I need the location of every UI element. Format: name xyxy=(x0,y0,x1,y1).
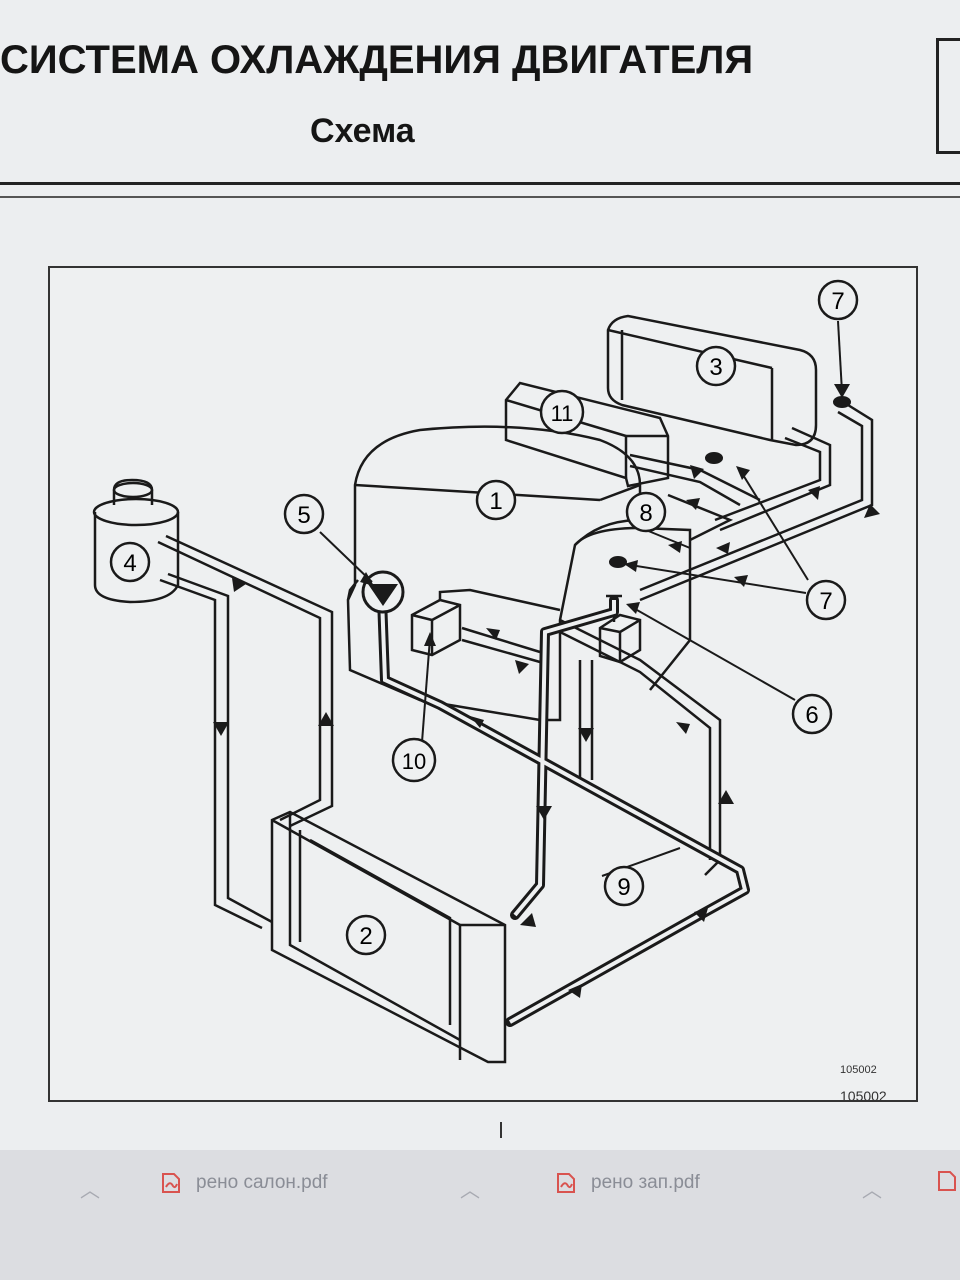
document-page: СИСТЕМА ОХЛАЖДЕНИЯ ДВИГАТЕЛЯ Схема xyxy=(0,0,960,1150)
pdf-icon xyxy=(162,1173,180,1193)
callout-7-right-label: 7 xyxy=(819,588,832,615)
callout-5: 5 xyxy=(283,493,325,535)
callout-11: 11 xyxy=(539,389,585,435)
chevron-up-icon[interactable]: ︿ xyxy=(80,1180,100,1202)
header-rule xyxy=(0,182,960,185)
page-title: СИСТЕМА ОХЛАЖДЕНИЯ ДВИГАТЕЛЯ xyxy=(0,38,754,82)
page-subtitle: Схема xyxy=(310,112,415,150)
callout-8: 8 xyxy=(625,491,667,533)
download-bar: ︿ рено салон.pdf ︿ рено зап.pdf ︿ xyxy=(0,1150,960,1280)
callout-1: 1 xyxy=(475,479,517,521)
callout-3-label: 3 xyxy=(709,354,722,381)
callout-4: 4 xyxy=(109,541,151,583)
component-11 xyxy=(504,381,670,488)
callout-7-top-label: 7 xyxy=(831,288,844,315)
download-item-salon[interactable]: рено салон.pdf xyxy=(160,1172,328,1194)
heater-core xyxy=(606,314,818,447)
download-item-label: рено салон.pdf xyxy=(196,1172,328,1193)
header-rule-thin xyxy=(0,196,960,198)
component-10 xyxy=(410,598,462,657)
bleed-screws xyxy=(609,396,851,568)
callout-2-label: 2 xyxy=(359,923,372,950)
figure-code: 105002 xyxy=(840,1088,887,1104)
chevron-up-icon[interactable]: ︿ xyxy=(460,1180,480,1202)
leader-arrowheads xyxy=(360,384,850,646)
flow-arrows xyxy=(213,465,880,998)
figure-code-inner: 105002 xyxy=(840,1064,877,1076)
pdf-icon xyxy=(557,1173,575,1193)
water-pump xyxy=(361,570,405,614)
callout-6: 6 xyxy=(791,693,833,735)
thin-hoses xyxy=(157,403,874,930)
callout-5-label: 5 xyxy=(297,502,310,529)
callout-9: 9 xyxy=(603,865,645,907)
callout-1-label: 1 xyxy=(489,488,502,515)
callout-8-label: 8 xyxy=(639,500,652,527)
text-cursor xyxy=(500,1122,502,1138)
callout-9-label: 9 xyxy=(617,874,630,901)
thick-hose-highlight xyxy=(380,597,748,1024)
callout-3: 3 xyxy=(695,345,737,387)
callout-4-label: 4 xyxy=(123,550,136,577)
expansion-tank xyxy=(92,478,180,604)
callout-7-top: 7 xyxy=(817,279,859,321)
callout-11-label: 11 xyxy=(551,401,574,426)
callouts: 1 2 3 4 5 6 7 xyxy=(109,279,859,956)
header-side-box xyxy=(936,38,960,154)
callout-2: 2 xyxy=(345,914,387,956)
pdf-icon[interactable] xyxy=(936,1170,958,1192)
cooling-system-diagram: 1 2 3 4 5 6 7 xyxy=(92,279,880,1064)
download-item-label: рено зап.pdf xyxy=(591,1172,700,1193)
callout-6-label: 6 xyxy=(805,702,818,729)
callout-10: 10 xyxy=(391,737,437,783)
callout-7-right: 7 xyxy=(805,579,847,621)
download-item-zap[interactable]: рено зап.pdf xyxy=(555,1172,700,1194)
radiator xyxy=(270,810,507,1064)
chevron-up-icon[interactable]: ︿ xyxy=(862,1180,882,1202)
callout-10-label: 10 xyxy=(402,749,426,774)
thick-hose xyxy=(377,593,750,1027)
engine-block xyxy=(346,425,692,722)
